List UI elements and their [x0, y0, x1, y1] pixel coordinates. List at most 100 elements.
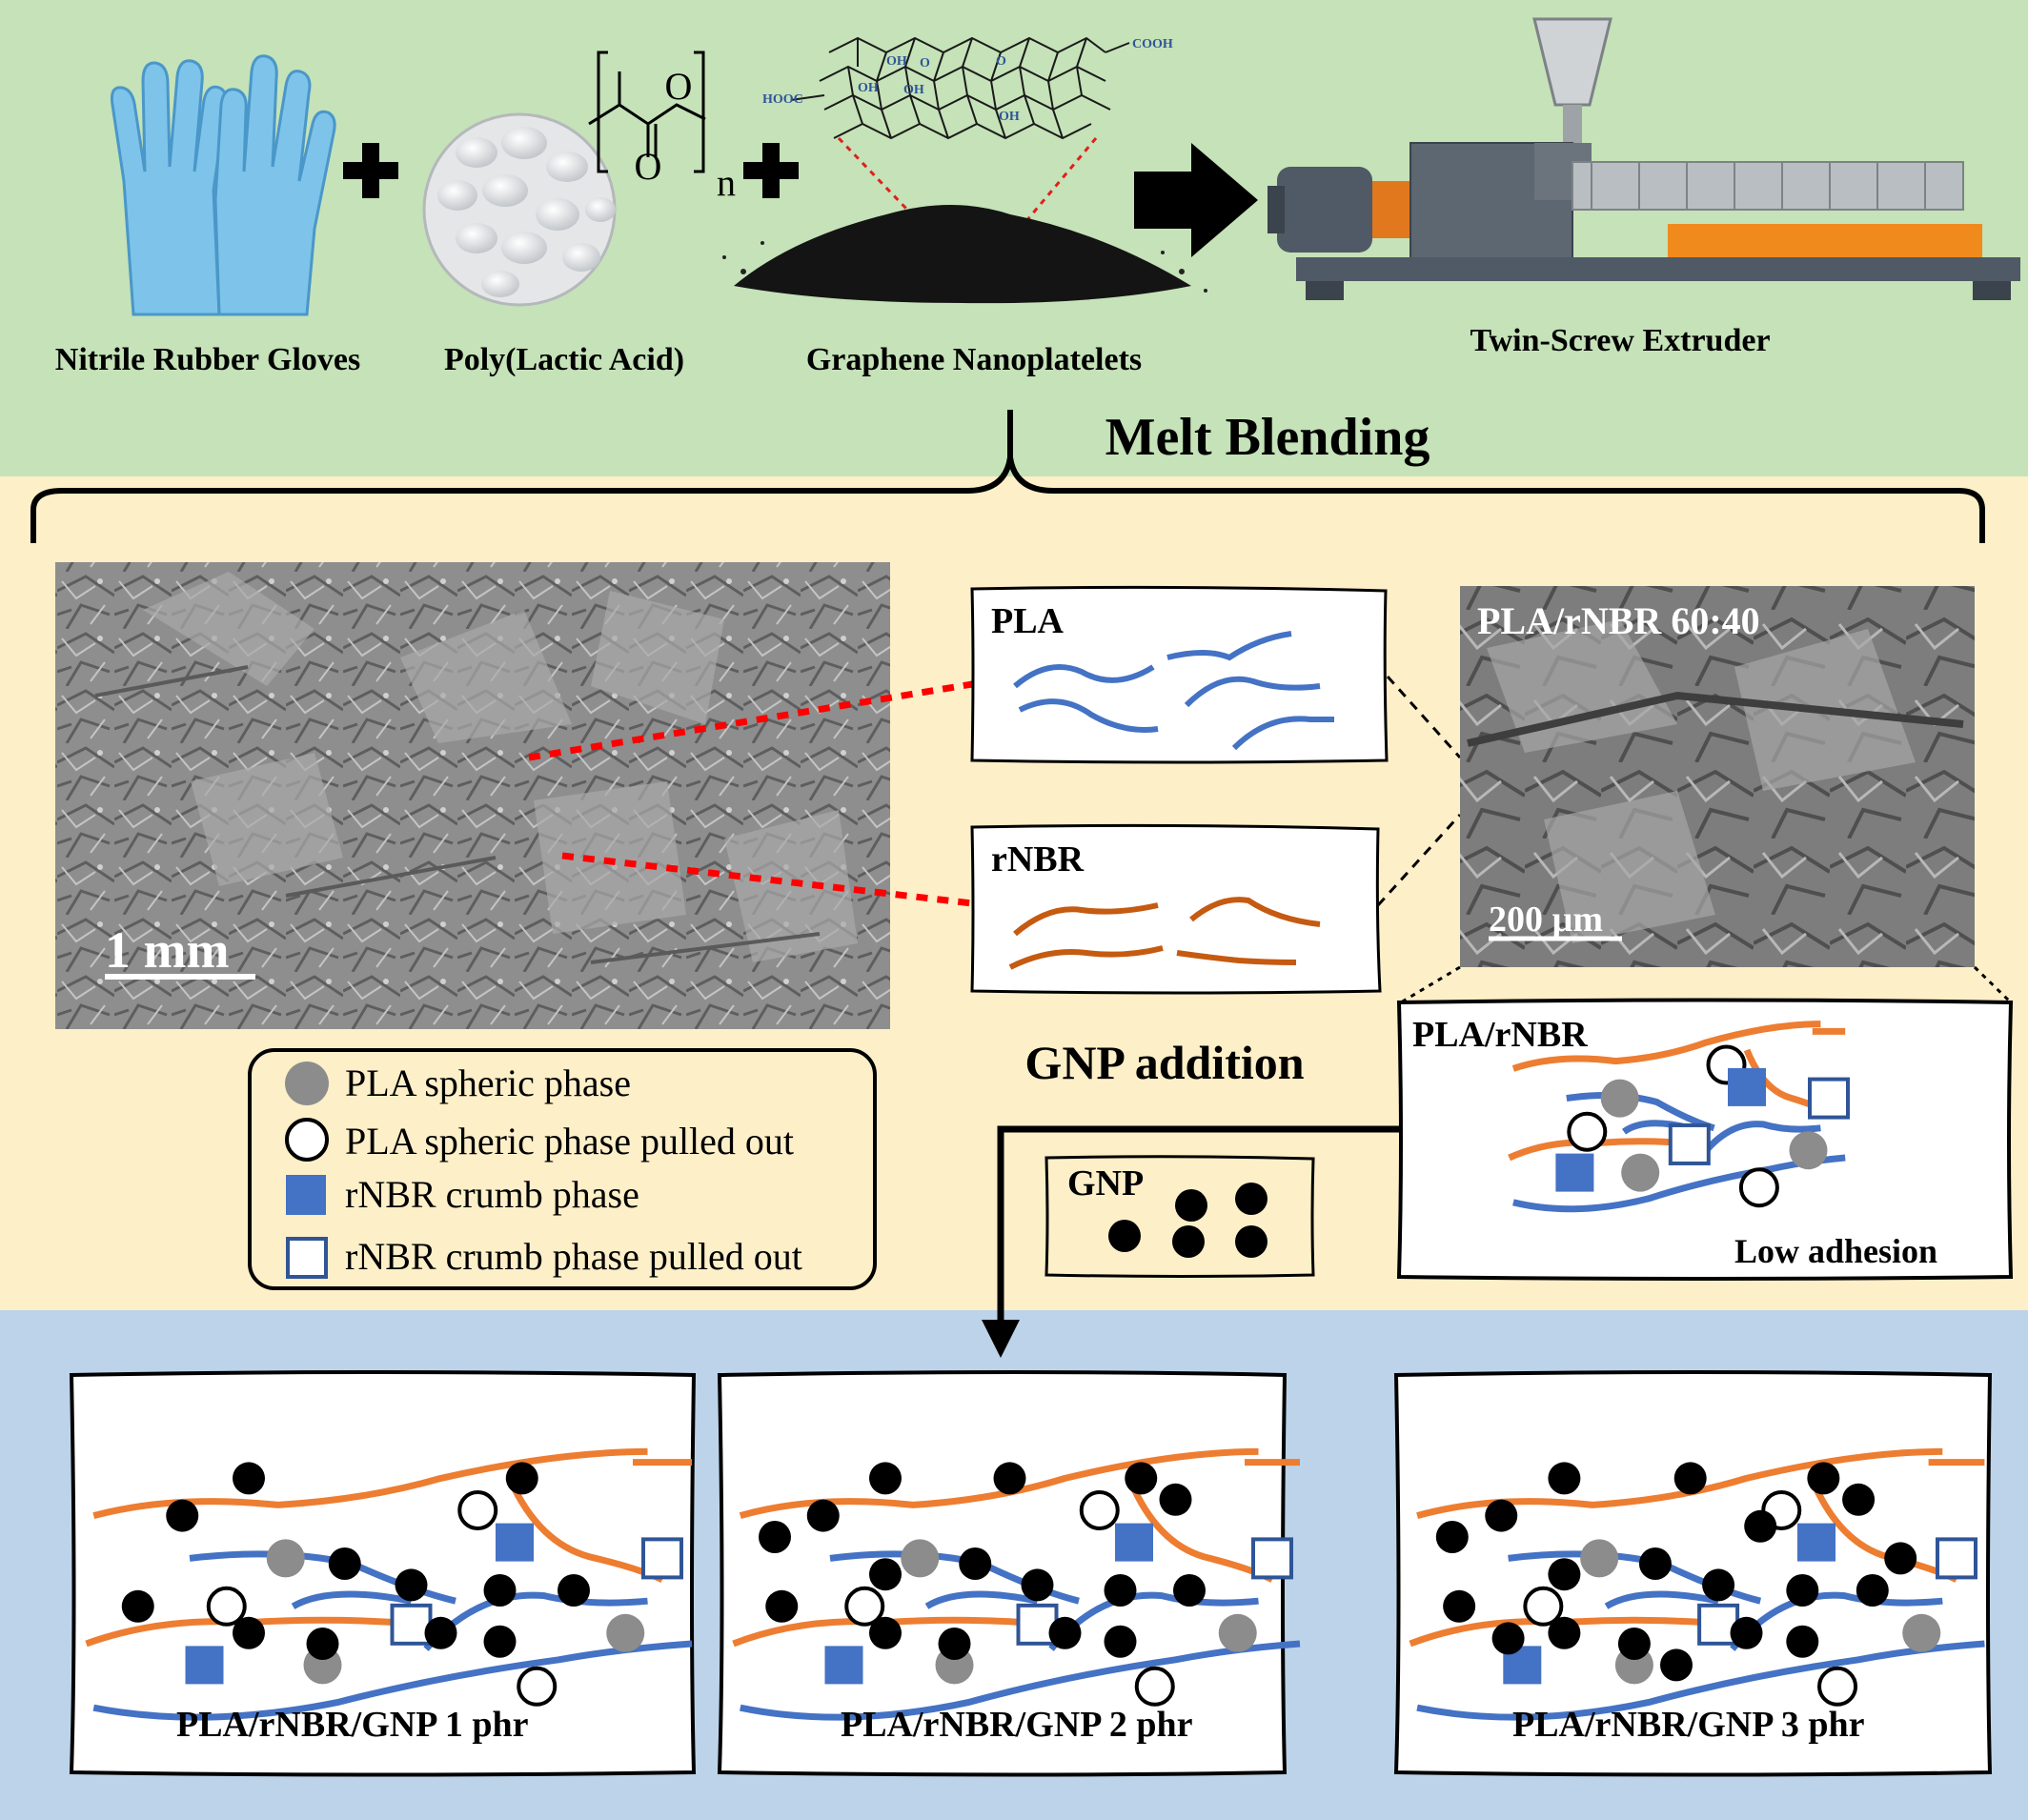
composite-panel-3phr: PLA/rNBR/GNP 3 phr — [1393, 1370, 1993, 1777]
pla-subscript-n: n — [717, 161, 736, 204]
rnbr-crumb-pulled-out — [641, 1537, 683, 1580]
gnp-box-label: GNP — [1067, 1163, 1144, 1203]
gnp-particle — [395, 1568, 428, 1602]
gnp-particle — [1048, 1616, 1082, 1649]
hydroxyl-label: OH — [858, 81, 879, 95]
rnbr-crumb-pulled-out — [1668, 1122, 1711, 1165]
plus-icon — [743, 143, 799, 198]
gnp-particle — [558, 1574, 590, 1607]
scale-label-right: 200 µm — [1489, 900, 1603, 940]
plus-icon — [343, 143, 398, 198]
gnp-particle — [505, 1462, 538, 1495]
pla-sphere-pulled-out — [1079, 1490, 1120, 1530]
pla-carbonyl-o: O — [635, 145, 662, 188]
sem-image-left — [55, 562, 890, 1029]
gnp-particle — [1173, 1574, 1206, 1607]
pla-sphere — [901, 1539, 940, 1578]
gnp-particle — [1548, 1616, 1581, 1649]
gnp-particle — [1159, 1483, 1192, 1516]
gnp-particle — [328, 1547, 361, 1580]
pla-box-label: PLA — [991, 601, 1065, 641]
blend-morphology — [1510, 1024, 1850, 1209]
filled-square-icon — [286, 1175, 326, 1215]
legend-label-filled-circle: PLA spheric phase — [345, 1062, 631, 1104]
pla-chain — [1417, 1644, 1984, 1717]
gnp-particle — [424, 1616, 457, 1649]
gnp-particle — [121, 1589, 154, 1623]
gnp-particle — [1104, 1574, 1137, 1607]
pla-sphere — [1789, 1131, 1828, 1170]
pla-chain — [740, 1644, 1300, 1717]
rnbr-crumb — [1115, 1523, 1153, 1562]
gnp-particle — [1660, 1648, 1693, 1682]
down-arrow-icon — [982, 1320, 1020, 1358]
gnp-particle — [1842, 1483, 1876, 1516]
filled-circle-icon — [285, 1062, 329, 1105]
pla-sphere-pulled-out — [1567, 1111, 1608, 1152]
gnp-particle — [1125, 1462, 1158, 1495]
gnp-particle — [1730, 1616, 1763, 1649]
rnbr-crumb-pulled-out — [1808, 1077, 1850, 1120]
gnp-particle — [1786, 1574, 1819, 1607]
gnp-particle — [1673, 1462, 1707, 1495]
pla-sphere-pulled-out — [517, 1666, 558, 1707]
pla-sphere — [1218, 1613, 1257, 1652]
pla-chain — [927, 1594, 1038, 1607]
open-circle-icon — [285, 1118, 329, 1162]
gnp-particle — [993, 1462, 1026, 1495]
blend-link-lines — [1376, 676, 1462, 907]
gnp-particle — [759, 1521, 791, 1553]
legend-label-open-circle: PLA spheric phase pulled out — [345, 1120, 794, 1163]
pla-chain-box — [970, 585, 1389, 764]
pla-sphere-pulled-out — [1738, 1167, 1779, 1208]
pla-chain — [1607, 1594, 1719, 1607]
gnp-particle — [938, 1628, 971, 1660]
gnp-particle — [806, 1499, 840, 1532]
carboxyl-label: COOH — [1132, 37, 1173, 51]
blend-note: Low adhesion — [1734, 1232, 1937, 1270]
gnp-particle — [1548, 1558, 1581, 1591]
gnp-particle — [1856, 1574, 1889, 1607]
legend-label-filled-square: rNBR crumb phase — [345, 1173, 639, 1216]
sem-right-title: PLA/rNBR 60:40 — [1477, 599, 1760, 642]
rnbr-crumb-pulled-out — [1251, 1537, 1293, 1580]
pla-sphere — [1902, 1613, 1941, 1652]
gnp-particle — [1702, 1568, 1735, 1602]
composite-panel-1phr: PLA/rNBR/GNP 1 phr — [69, 1370, 697, 1777]
gnp-particle — [483, 1574, 517, 1607]
pla-sphere-pulled-out — [1134, 1666, 1175, 1707]
gnp-particle — [1443, 1589, 1476, 1623]
legend — [248, 1048, 877, 1290]
gnp-particle — [483, 1625, 517, 1658]
rnbr-crumb — [496, 1523, 534, 1562]
epoxy-label: O — [996, 54, 1006, 69]
gnp-particle — [959, 1547, 992, 1580]
process-arrow-icon — [1134, 143, 1258, 257]
gnp-box — [1044, 1155, 1315, 1278]
open-square-icon — [286, 1237, 328, 1279]
blend-box-label: PLA/rNBR — [1412, 1015, 1588, 1055]
hydroxyl-label: OH — [999, 110, 1020, 124]
gnp-particle — [233, 1462, 265, 1495]
glove-icon — [111, 54, 336, 316]
composite-panel-2phr: PLA/rNBR/GNP 2 phr — [717, 1370, 1300, 1777]
pla-ester-o: O — [665, 65, 693, 108]
melt-blending-label: Melt Blending — [1105, 408, 1430, 467]
pla-chain — [294, 1594, 412, 1607]
rnbr-crumb — [824, 1646, 863, 1685]
gnp-particle — [1786, 1625, 1819, 1658]
gnp-label: Graphene Nanoplatelets — [806, 342, 1142, 377]
gnp-particle — [1021, 1568, 1054, 1602]
rnbr-crumb — [1728, 1067, 1766, 1106]
pla-sphere — [606, 1613, 645, 1652]
zoom-lines-right — [1400, 965, 2013, 1004]
pla-sphere — [1621, 1153, 1660, 1192]
rnbr-crumb-pulled-out — [390, 1603, 433, 1646]
gnp-particle — [869, 1616, 902, 1649]
pla-sphere-pulled-out — [844, 1586, 885, 1627]
gnp-particle — [1548, 1462, 1581, 1495]
pla-chain — [1051, 1595, 1259, 1648]
gnp-particle — [166, 1499, 199, 1532]
pla-chain — [1733, 1595, 1943, 1648]
